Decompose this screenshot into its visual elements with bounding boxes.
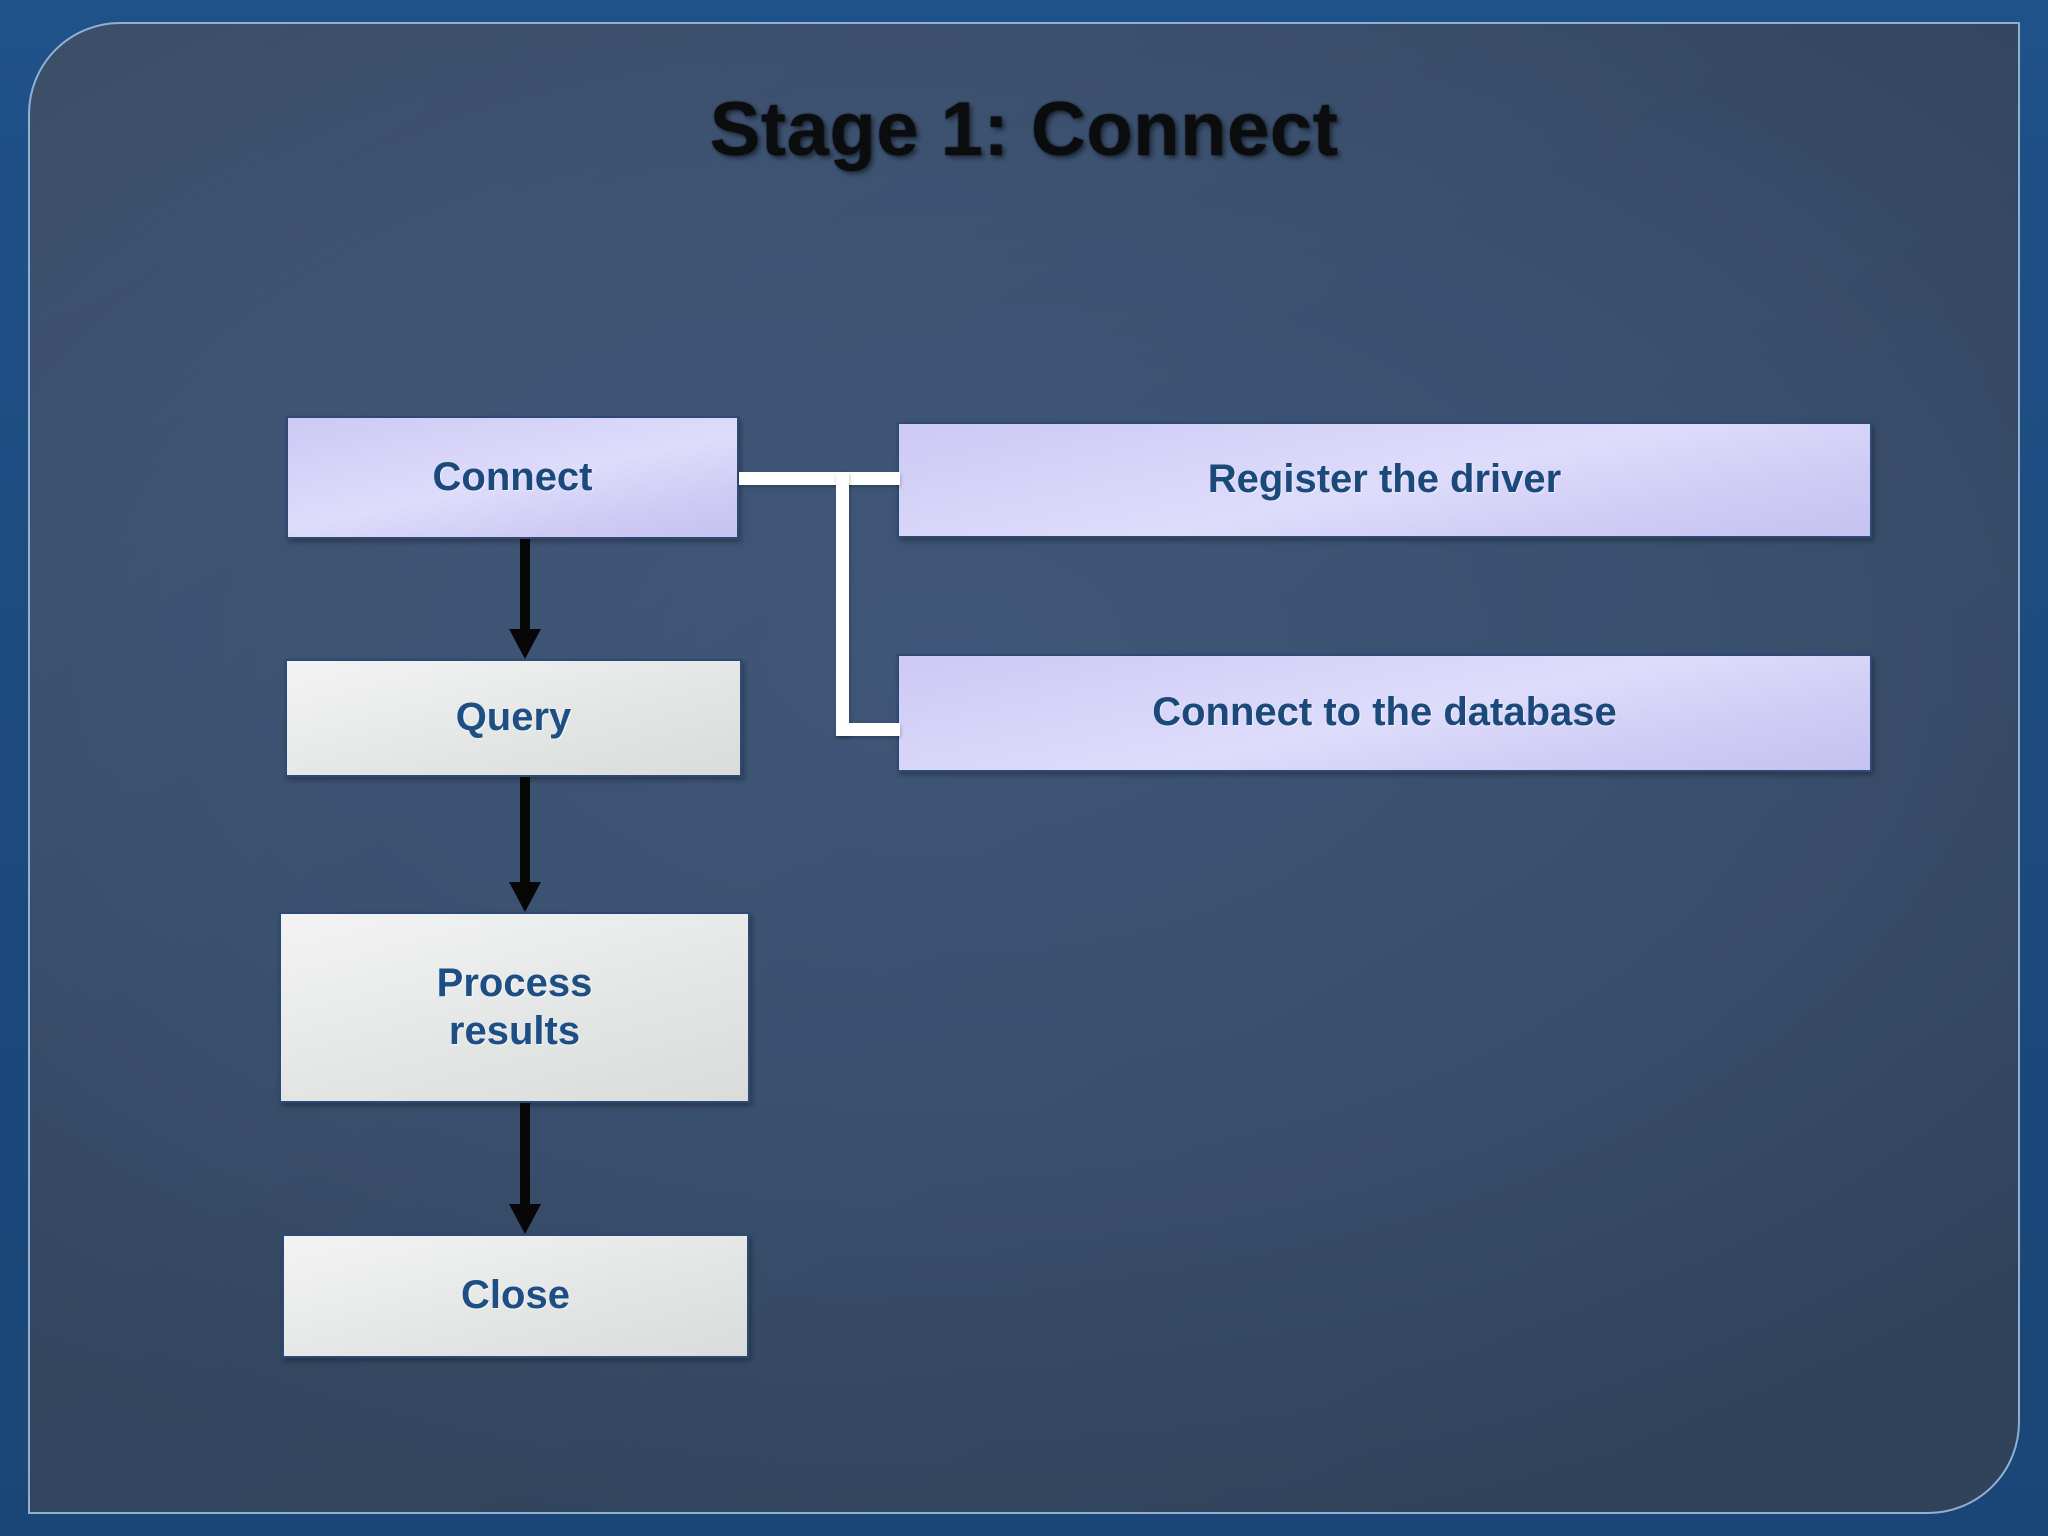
arrow-query-to-process	[508, 777, 542, 912]
flow-box-process-results-text: Process results	[437, 960, 593, 1054]
flow-box-connect[interactable]: Connect	[286, 416, 739, 539]
flow-box-close[interactable]: Close	[282, 1234, 749, 1358]
arrow-shaft	[520, 777, 530, 884]
arrow-connect-to-query	[508, 539, 542, 659]
flow-box-connect-to-the-database[interactable]: Connect to the database	[897, 654, 1872, 772]
arrow-head-icon	[509, 1204, 541, 1234]
connector-branch-vertical	[836, 472, 849, 736]
connector-branch-to-register-driver	[836, 472, 900, 485]
process-results-line-2: results	[448, 1008, 581, 1053]
arrow-shaft	[520, 539, 530, 631]
arrow-head-icon	[509, 629, 541, 659]
flow-box-register-the-driver[interactable]: Register the driver	[897, 422, 1872, 538]
arrow-shaft	[520, 1103, 530, 1206]
connector-connect-horizontal-top	[739, 472, 849, 485]
arrow-head-icon	[509, 882, 541, 912]
connector-branch-to-connect-to-database	[836, 723, 900, 736]
arrow-process-to-close	[508, 1103, 542, 1234]
flow-box-query[interactable]: Query	[285, 659, 742, 777]
flow-box-process-results[interactable]: Process results	[279, 912, 750, 1103]
slide-content-panel: Stage 1: Connect Connect Query Process r…	[28, 22, 2020, 1514]
process-results-line-1: Process	[436, 961, 593, 1006]
slide-title: Stage 1: Connect	[709, 87, 1339, 172]
